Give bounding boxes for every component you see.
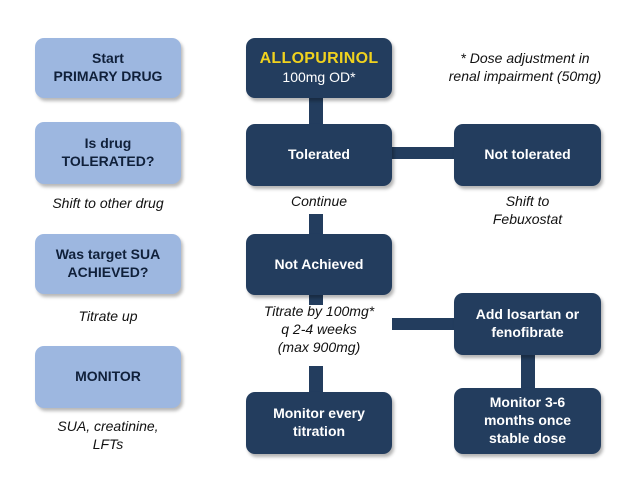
sua-creatinine-lfts-note: SUA, creatinine, LFTs: [30, 418, 186, 454]
dose-adjustment-note: * Dose adjustment in renal impairment (5…: [425, 50, 625, 86]
connector-allopurinol-tolerated: [309, 98, 323, 125]
allopurinol-dose-label: 100mg OD*: [282, 69, 356, 86]
add-losartan-label: Add losartan or: [475, 306, 580, 323]
monitor-every-titration-box: Monitor every titration: [246, 392, 392, 454]
start-primary-drug-box: Start PRIMARY DRUG: [35, 38, 181, 98]
continue-note: Continue: [290, 193, 348, 209]
allopurinol-box: ALLOPURINOL 100mg OD*: [246, 38, 392, 98]
monitor-box: MONITOR: [35, 346, 181, 408]
start-label: Start: [92, 50, 124, 67]
monitor-months-line-1: Monitor 3-6: [489, 394, 566, 411]
is-drug-label: Is drug: [84, 135, 132, 152]
titrate-by-line-3: (max 900mg): [277, 338, 361, 355]
titration-label: titration: [292, 423, 346, 439]
monitor-label: MONITOR: [75, 368, 141, 385]
lfts-text: LFTs: [92, 435, 124, 452]
not-achieved-label: Not Achieved: [274, 255, 364, 272]
is-drug-tolerated-box: Is drug TOLERATED?: [35, 122, 181, 184]
shift-to-label: Shift to: [505, 193, 550, 209]
tolerated-box: Tolerated: [246, 124, 392, 186]
dose-adjustment-line-1: * Dose adjustment in: [460, 50, 590, 66]
tolerated-label: Tolerated: [288, 146, 350, 163]
primary-drug-label: PRIMARY DRUG: [53, 68, 163, 84]
not-achieved-box: Not Achieved: [246, 234, 392, 295]
titrate-by-line-2: q 2-4 weeks: [281, 320, 357, 337]
shift-to-febuxostat-note: Shift to Febuxostat: [454, 193, 601, 229]
monitor-months-line-3: stable dose: [488, 429, 567, 446]
add-losartan-box: Add losartan or fenofibrate: [454, 293, 601, 355]
was-target-sua-label: Was target SUA: [55, 246, 161, 263]
connector-not-achieved-titrate: [309, 295, 323, 305]
not-tolerated-label: Not tolerated: [484, 146, 571, 163]
titrate-by-note: Titrate by 100mg* q 2-4 weeks (max 900mg…: [238, 303, 400, 357]
connector-add-losartan-monitor-months: [521, 355, 535, 388]
monitor-months-line-2: months once: [483, 412, 572, 429]
shift-to-other-drug-note: Shift to other drug: [52, 195, 164, 211]
febuxostat-label: Febuxostat: [492, 210, 563, 227]
monitor-months-box: Monitor 3-6 months once stable dose: [454, 388, 601, 454]
connector-titrate-monitor-every: [309, 366, 323, 393]
connector-tolerated-not-tolerated: [392, 147, 454, 159]
achieved-question-label: ACHIEVED?: [67, 264, 149, 280]
was-target-sua-achieved-box: Was target SUA ACHIEVED?: [35, 234, 181, 294]
fenofibrate-label: fenofibrate: [491, 324, 564, 340]
titrate-up-note: Titrate up: [78, 308, 138, 324]
not-tolerated-box: Not tolerated: [454, 124, 601, 186]
tolerated-question-label: TOLERATED?: [61, 153, 155, 169]
connector-continue-not-achieved: [309, 214, 323, 234]
dose-adjustment-line-2: renal impairment (50mg): [448, 67, 602, 84]
titrate-by-line-1: Titrate by 100mg*: [263, 303, 375, 319]
sua-creatinine-text: SUA, creatinine,: [57, 418, 159, 434]
allopurinol-label: ALLOPURINOL: [259, 49, 379, 67]
monitor-every-label: Monitor every: [273, 405, 365, 422]
connector-titrate-add-losartan: [392, 318, 454, 330]
